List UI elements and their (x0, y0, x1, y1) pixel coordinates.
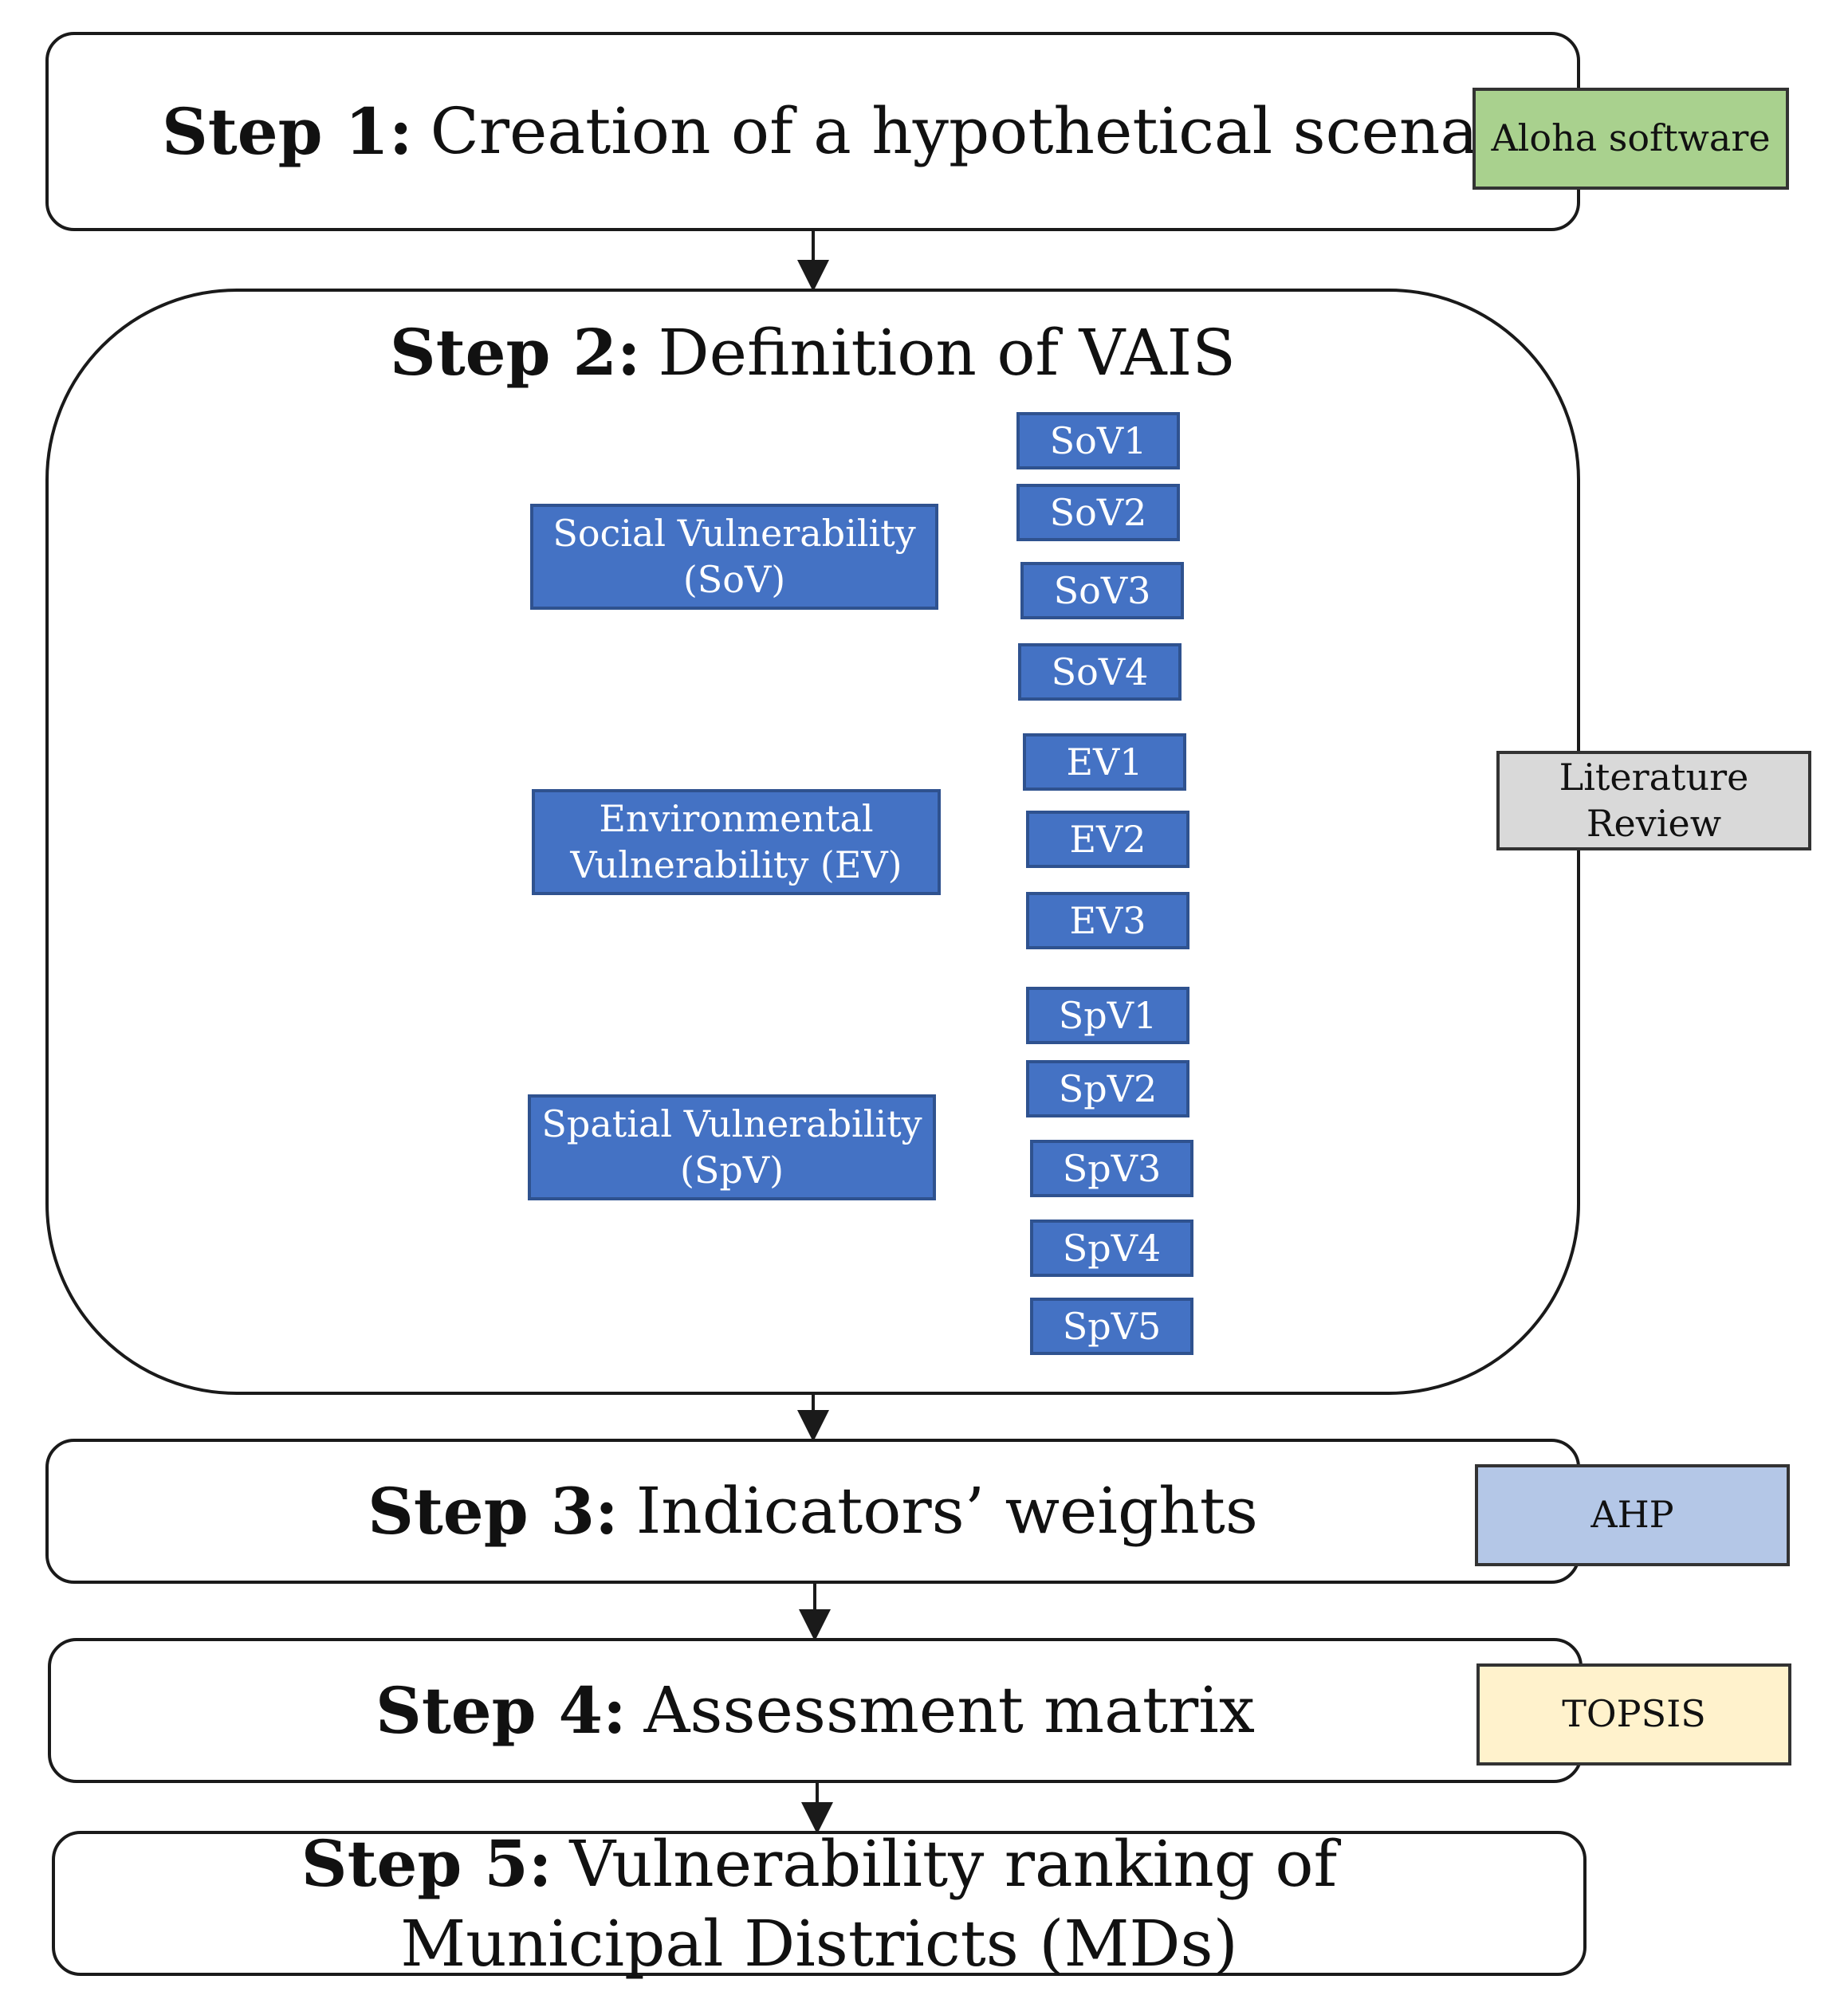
step-5-text: Vulnerability ranking of Municipal Distr… (400, 1826, 1338, 1981)
step-4-text: Assessment matrix (643, 1673, 1255, 1747)
step-2-text: Definition of VAIS (658, 316, 1237, 390)
indicator-box-ev3: EV3 (1026, 892, 1189, 949)
group-box-social-vulnerability: Social Vulnerability (SoV) (530, 504, 938, 610)
step-3-box: Step 3: Indicators’ weights (45, 1439, 1580, 1584)
topsis-tag: TOPSIS (1476, 1663, 1791, 1766)
step-5-label: Step 5: (301, 1825, 552, 1901)
indicator-box-sov4: SoV4 (1018, 643, 1182, 701)
group-box-environmental-vulnerability: Environmental Vulnerability (EV) (532, 789, 941, 895)
indicator-box-spv3: SpV3 (1030, 1140, 1193, 1197)
indicator-box-sov3: SoV3 (1020, 562, 1184, 619)
step-2-title: Step 2:Definition of VAIS (45, 315, 1580, 403)
indicator-box-spv2: SpV2 (1026, 1060, 1189, 1117)
step-4-box: Step 4: Assessment matrix (48, 1638, 1583, 1783)
indicator-box-spv5: SpV5 (1030, 1298, 1193, 1355)
step-5-content: Step 5:Vulnerability ranking of Municipa… (199, 1824, 1440, 1984)
indicator-box-sov2: SoV2 (1016, 484, 1180, 541)
step-5-box: Step 5:Vulnerability ranking of Municipa… (52, 1826, 1587, 1981)
step-2-label: Step 2: (389, 315, 641, 390)
indicator-box-sov1: SoV1 (1016, 412, 1180, 469)
aloha-software-tag: Aloha software (1473, 88, 1789, 190)
ahp-tag: AHP (1475, 1464, 1790, 1566)
step-1-label: Step 1: (161, 94, 413, 169)
indicator-box-ev2: EV2 (1026, 811, 1189, 868)
indicator-box-ev1: EV1 (1023, 733, 1186, 791)
indicator-box-spv4: SpV4 (1030, 1220, 1193, 1277)
step-1-text: Creation of a hypothetical scenario (430, 94, 1568, 168)
step-3-text: Indicators’ weights (635, 1474, 1258, 1548)
step-1-box: Step 1: Creation of a hypothetical scena… (45, 32, 1580, 231)
indicator-box-spv1: SpV1 (1026, 987, 1189, 1044)
step-4-label: Step 4: (375, 1673, 627, 1748)
literature-review-tag: Literature Review (1496, 751, 1811, 850)
group-box-spatial-vulnerability: Spatial Vulnerability (SpV) (528, 1094, 936, 1200)
step-3-label: Step 3: (368, 1474, 619, 1549)
